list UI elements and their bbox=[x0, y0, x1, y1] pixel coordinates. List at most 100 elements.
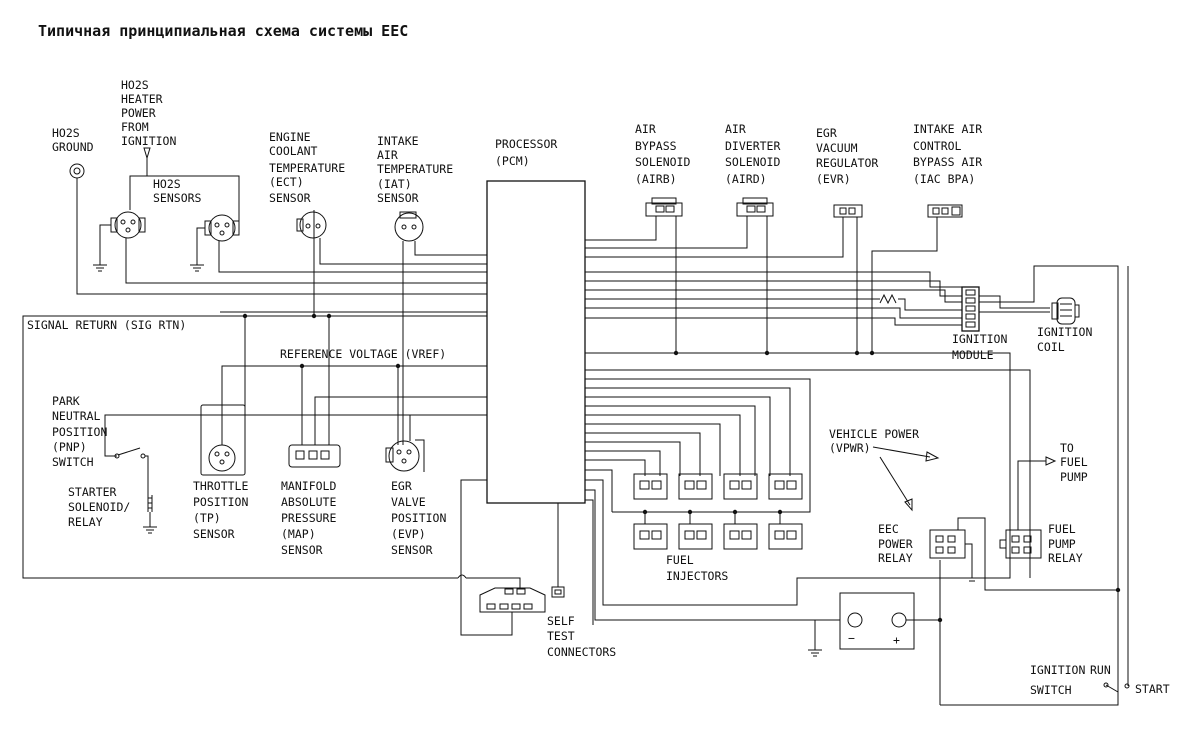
svg-text:RELAY: RELAY bbox=[1048, 551, 1083, 565]
svg-text:REGULATOR: REGULATOR bbox=[816, 156, 878, 170]
svg-text:INTAKE: INTAKE bbox=[377, 134, 419, 148]
pcm-processor-box bbox=[486, 180, 586, 504]
fuel-pump-relay-icon bbox=[999, 456, 1057, 559]
svg-text:PARK: PARK bbox=[52, 394, 80, 408]
battery-plus-label: + bbox=[893, 633, 900, 647]
vpwr-bus-wire bbox=[585, 352, 1011, 579]
ignition-coil-icon bbox=[979, 297, 1080, 325]
svg-text:VACUUM: VACUUM bbox=[816, 141, 858, 155]
pnp-switch-icon bbox=[104, 414, 487, 495]
h02s-heater-power-terminal bbox=[129, 147, 151, 210]
svg-text:TEMPERATURE: TEMPERATURE bbox=[377, 162, 453, 176]
svg-text:CONTROL: CONTROL bbox=[913, 139, 962, 153]
self-test-connector-icon bbox=[460, 479, 565, 636]
svg-text:FROM: FROM bbox=[121, 120, 149, 134]
vref-bus bbox=[221, 363, 487, 445]
label-map-sensor: MANIFOLD ABSOLUTE PRESSURE (MAP) SENSOR bbox=[281, 479, 336, 557]
svg-text:POSITION: POSITION bbox=[193, 495, 248, 509]
svg-text:GROUND: GROUND bbox=[52, 140, 94, 154]
svg-text:COIL: COIL bbox=[1037, 340, 1065, 354]
svg-text:IGNITION: IGNITION bbox=[121, 134, 176, 148]
svg-text:IGNITION: IGNITION bbox=[952, 332, 1007, 346]
svg-text:PRESSURE: PRESSURE bbox=[281, 511, 336, 525]
label-h02s-heater: HO2S HEATER POWER FROM IGNITION bbox=[121, 78, 176, 148]
h02s-sensor-left-icon bbox=[93, 211, 487, 284]
svg-text:POWER: POWER bbox=[878, 537, 913, 551]
battery-minus-label: − bbox=[848, 631, 855, 645]
svg-text:HEATER: HEATER bbox=[121, 92, 163, 106]
ignition-module-icon bbox=[585, 265, 1119, 706]
fuel-injectors-group bbox=[612, 473, 811, 550]
airb-solenoid-icon bbox=[585, 197, 683, 356]
svg-text:VALVE: VALVE bbox=[391, 495, 426, 509]
tp-sensor-icon bbox=[200, 404, 246, 476]
label-evr: EGR VACUUM REGULATOR (EVR) bbox=[816, 126, 878, 186]
svg-text:(VPWR): (VPWR) bbox=[829, 441, 871, 455]
label-self-test: SELF TEST CONNECTORS bbox=[547, 614, 616, 659]
label-eec-power-relay: EEC POWER RELAY bbox=[878, 522, 913, 565]
svg-text:(AIRD): (AIRD) bbox=[725, 172, 767, 186]
svg-text:VEHICLE POWER: VEHICLE POWER bbox=[829, 427, 919, 441]
map-sensor-icon bbox=[288, 396, 487, 468]
svg-text:AIR: AIR bbox=[377, 148, 398, 162]
h02s-sensor-right-icon bbox=[147, 175, 487, 273]
svg-text:NEUTRAL: NEUTRAL bbox=[52, 409, 101, 423]
svg-text:COOLANT: COOLANT bbox=[269, 144, 318, 158]
label-fuel-pump-relay: FUEL PUMP RELAY bbox=[1048, 522, 1083, 565]
svg-text:SENSOR: SENSOR bbox=[377, 191, 419, 205]
iat-sensor-icon bbox=[394, 211, 487, 445]
svg-text:SWITCH: SWITCH bbox=[52, 455, 94, 469]
diagram-title: Типичная принципиальная схема системы EE… bbox=[38, 22, 408, 40]
svg-text:SENSORS: SENSORS bbox=[153, 191, 202, 205]
svg-text:IGNITION: IGNITION bbox=[1030, 663, 1085, 677]
svg-text:(AIRB): (AIRB) bbox=[635, 172, 677, 186]
svg-text:(TP): (TP) bbox=[193, 511, 221, 525]
svg-text:FUEL: FUEL bbox=[1048, 522, 1076, 536]
svg-text:(IAC BPA): (IAC BPA) bbox=[913, 172, 975, 186]
svg-text:SENSOR: SENSOR bbox=[193, 527, 235, 541]
svg-text:ENGINE: ENGINE bbox=[269, 130, 311, 144]
svg-text:(PCM): (PCM) bbox=[495, 154, 530, 168]
svg-text:BYPASS AIR: BYPASS AIR bbox=[913, 155, 982, 169]
svg-text:TO: TO bbox=[1060, 441, 1074, 455]
svg-text:HO2S: HO2S bbox=[52, 126, 80, 140]
h02s-ground-terminal bbox=[69, 163, 487, 295]
svg-text:SELF: SELF bbox=[547, 614, 575, 628]
svg-text:STARTER: STARTER bbox=[68, 485, 117, 499]
svg-text:FUEL: FUEL bbox=[666, 553, 694, 567]
label-tp-sensor: THROTTLE POSITION (TP) SENSOR bbox=[193, 479, 248, 541]
label-vehicle-power: VEHICLE POWER (VPWR) bbox=[829, 427, 919, 455]
svg-text:MODULE: MODULE bbox=[952, 348, 994, 362]
svg-text:EGR: EGR bbox=[391, 479, 412, 493]
label-fuel-injectors: FUEL INJECTORS bbox=[666, 553, 728, 583]
signal-return-bus bbox=[22, 210, 487, 579]
svg-text:RELAY: RELAY bbox=[878, 551, 913, 565]
svg-text:IGNITION: IGNITION bbox=[1037, 325, 1092, 339]
label-processor: PROCESSOR (PCM) bbox=[495, 137, 557, 168]
label-reference-voltage: REFERENCE VOLTAGE (VREF) bbox=[280, 347, 446, 361]
svg-text:EGR: EGR bbox=[816, 126, 837, 140]
svg-text:MANIFOLD: MANIFOLD bbox=[281, 479, 336, 493]
svg-text:INTAKE AIR: INTAKE AIR bbox=[913, 122, 982, 136]
pcm-output-wires bbox=[585, 369, 1031, 625]
svg-text:(EVR): (EVR) bbox=[816, 172, 851, 186]
svg-text:SENSOR: SENSOR bbox=[269, 191, 311, 205]
svg-text:(PNP): (PNP) bbox=[52, 440, 87, 454]
svg-text:DIVERTER: DIVERTER bbox=[725, 139, 780, 153]
label-evp-sensor: EGR VALVE POSITION (EVP) SENSOR bbox=[391, 479, 446, 557]
svg-text:RELAY: RELAY bbox=[68, 515, 103, 529]
ignition-switch-icon bbox=[940, 266, 1130, 706]
svg-text:CONNECTORS: CONNECTORS bbox=[547, 645, 616, 659]
aird-solenoid-icon bbox=[585, 197, 774, 356]
label-to-fuel-pump: TO FUEL PUMP bbox=[1060, 441, 1088, 484]
svg-text:SOLENOID: SOLENOID bbox=[635, 155, 690, 169]
svg-text:SOLENOID/: SOLENOID/ bbox=[68, 500, 130, 514]
label-signal-return: SIGNAL RETURN (SIG RTN) bbox=[27, 318, 186, 332]
svg-text:SENSOR: SENSOR bbox=[281, 543, 323, 557]
svg-text:POSITION: POSITION bbox=[391, 511, 446, 525]
eec-power-relay-icon bbox=[929, 517, 1118, 591]
label-iat-sensor: INTAKE AIR TEMPERATURE (IAT) SENSOR bbox=[377, 134, 453, 205]
svg-text:POSITION: POSITION bbox=[52, 425, 107, 439]
svg-text:EEC: EEC bbox=[878, 522, 899, 536]
evr-regulator-icon bbox=[585, 204, 863, 356]
